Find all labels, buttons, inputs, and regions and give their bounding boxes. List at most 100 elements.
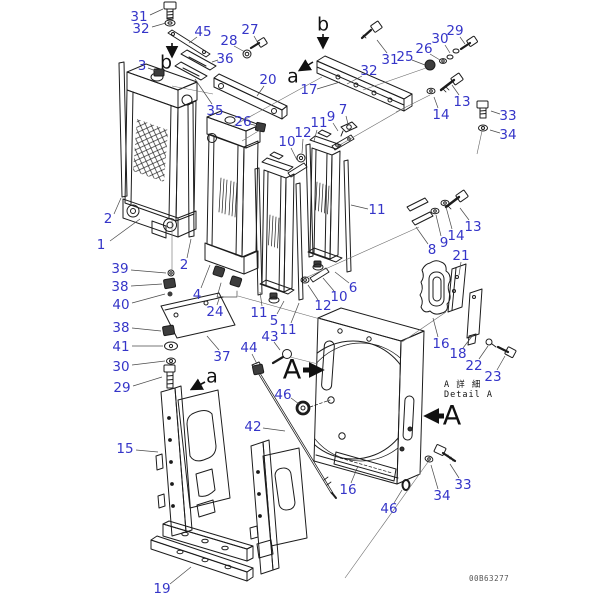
callout-38-31: 38: [112, 320, 129, 336]
leader-line-21: [458, 261, 462, 276]
callout-46-62: 46: [274, 387, 291, 403]
callout-37-38: 37: [213, 349, 230, 365]
callout-8-48: 8: [428, 242, 437, 258]
nut-28: [242, 49, 252, 59]
callout-38-29: 38: [111, 279, 128, 295]
leader-line-32: [151, 22, 167, 28]
leader-line-11: [259, 291, 263, 307]
bolt-31-top-left: [163, 1, 177, 20]
leader-line-9: [435, 214, 442, 237]
view-letter-b-1: b: [317, 14, 329, 36]
doc-code: 00B63277: [469, 574, 509, 583]
leader-line-25: [411, 59, 426, 66]
radiator-core-mesh: [133, 119, 168, 182]
plate-41: [164, 341, 178, 351]
callout-41-32: 41: [112, 339, 129, 355]
top-mounting-bars: [167, 29, 288, 120]
oil-cooler-core-large: [204, 110, 261, 298]
detail-note-jp: A 詳 細: [444, 379, 481, 390]
callout-34-25: 34: [499, 127, 516, 143]
leader-line-26: [429, 53, 441, 61]
callout-29-34: 29: [113, 380, 130, 396]
callout-45-2: 45: [194, 24, 211, 40]
leader-lines: [109, 8, 506, 585]
leader-line-8: [415, 226, 429, 245]
leader-line-11: [350, 204, 369, 210]
callout-30-20: 30: [431, 31, 448, 47]
leader-line-10: [290, 147, 298, 161]
detail-letter-A-0: A: [283, 355, 302, 386]
callout-7-14: 7: [339, 102, 348, 118]
leader-line-1: [109, 218, 141, 242]
callout-36-6: 36: [216, 51, 233, 67]
bolt-33-top: [476, 100, 489, 119]
detail-letter-A-1: A: [443, 401, 462, 432]
leader-line-33: [490, 110, 501, 115]
leader-line-28: [233, 45, 246, 53]
callout-13-22: 13: [453, 94, 470, 110]
bottom-sill-bar: [150, 535, 254, 582]
leader-line-26: [249, 123, 259, 127]
callout-14-50: 14: [447, 228, 464, 244]
core-fins: [218, 177, 238, 218]
callout-22-55: 22: [465, 358, 482, 374]
callout-16-63: 16: [339, 482, 356, 498]
support-frame-right-post: [249, 439, 308, 575]
bolt-27: [249, 37, 268, 50]
callout-19-60: 19: [153, 581, 170, 597]
callout-46-64: 46: [380, 501, 397, 517]
fasteners: [153, 1, 517, 491]
leader-line-19: [169, 566, 192, 585]
leader-line-9: [332, 122, 339, 132]
bolt-13-mid: [444, 189, 469, 210]
view-arrow-a-2: [297, 59, 314, 72]
leader-line-17: [316, 81, 341, 90]
callout-9-13: 9: [327, 109, 336, 125]
leader-line-38: [131, 327, 162, 332]
leader-line-32: [346, 75, 363, 85]
leader-line-36: [211, 59, 219, 63]
mounting-plate: [466, 288, 483, 346]
leader-line-11: [313, 129, 318, 142]
callout-35-8: 35: [206, 103, 223, 119]
callout-27-5: 27: [241, 22, 258, 38]
oil-cooler-core-narrow-left: [259, 151, 295, 304]
callout-40-30: 40: [112, 297, 129, 313]
leader-line-10: [322, 277, 335, 292]
view-letter-a-3: a: [206, 366, 218, 388]
clamp-bracket: [340, 121, 358, 137]
callout-24-37: 24: [206, 304, 223, 320]
core-fins: [315, 181, 330, 215]
leader-line-14: [433, 96, 439, 109]
leader-line-27: [253, 35, 259, 44]
callout-10-45: 10: [330, 289, 347, 305]
washer-9-mid: [430, 207, 440, 215]
bolt-13-top: [439, 72, 464, 93]
leader-line-22: [478, 345, 489, 360]
leader-line-4: [200, 264, 211, 289]
washer-34-top: [478, 124, 488, 132]
leader-line-38: [130, 283, 163, 287]
view-letter-a-2: a: [287, 66, 299, 88]
washer-30-left: [166, 357, 176, 365]
callout-28-4: 28: [220, 33, 237, 49]
nut-38-lower: [162, 324, 176, 337]
callout-21-52: 21: [452, 248, 469, 264]
leader-line-7: [345, 115, 349, 125]
leader-line-14: [445, 206, 453, 230]
bolt-23: [496, 345, 517, 359]
leader-line-13: [451, 84, 460, 96]
callout-25-18: 25: [396, 49, 413, 65]
callout-39-28: 39: [111, 261, 128, 277]
callout-26-9: 26: [234, 114, 251, 130]
leader-line-16: [350, 465, 359, 484]
leader-line-30: [131, 360, 166, 366]
callout-16-53: 16: [432, 336, 449, 352]
callout-26-19: 26: [415, 41, 432, 57]
leader-line-3: [147, 67, 157, 72]
fan-shroud: [309, 307, 425, 485]
callout-15-59: 15: [116, 441, 133, 457]
